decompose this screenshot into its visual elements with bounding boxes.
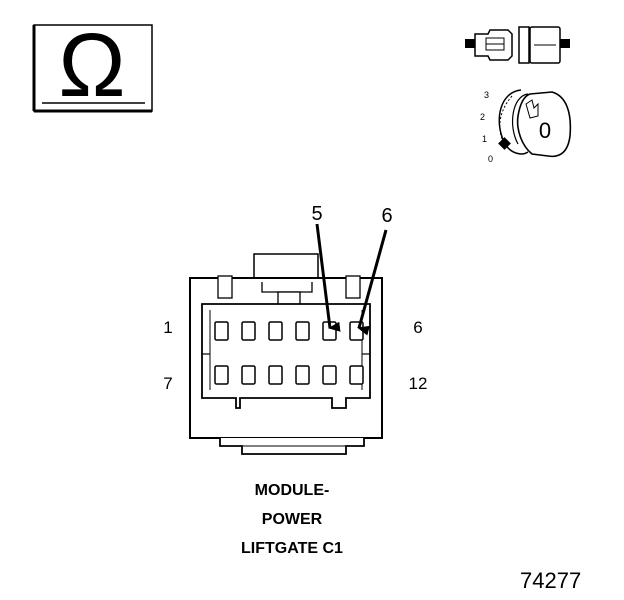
- disconnected-connector-icon: [465, 26, 570, 64]
- figure-number: 74277: [520, 568, 582, 593]
- caption-line-1: MODULE-: [254, 482, 330, 499]
- ignition-key-icon: 3 2 1 0 0: [480, 89, 572, 164]
- pin-label-1: 1: [163, 318, 172, 337]
- caption-line-2: POWER: [261, 511, 323, 528]
- key-position-3: 3: [484, 90, 489, 100]
- cavity-10: [295, 365, 310, 385]
- key-position-0: 0: [488, 154, 493, 164]
- cavity-12: [349, 365, 364, 385]
- cavity-3: [268, 321, 283, 341]
- callout-arrow-6: [357, 229, 388, 336]
- cavity-7: [214, 365, 229, 385]
- callout-label-5: 5: [311, 203, 322, 225]
- cavity-4: [295, 321, 310, 341]
- cavity-11: [322, 365, 337, 385]
- cavity-row-bottom: [214, 365, 364, 385]
- connector-body: [189, 253, 383, 455]
- cavity-2: [241, 321, 256, 341]
- callout-label-6: 6: [381, 205, 392, 227]
- key-label: 0: [539, 118, 551, 143]
- key-position-2: 2: [480, 112, 485, 122]
- ohmmeter-symbol: Ω: [32, 16, 153, 116]
- cavity-1: [214, 321, 229, 341]
- key-position-1: 1: [482, 134, 487, 144]
- callout-arrow-5: [315, 223, 341, 332]
- cavity-8: [241, 365, 256, 385]
- pin-label-6: 6: [413, 318, 422, 337]
- caption-line-3: LIFTGATE C1: [241, 540, 343, 557]
- pin-label-7: 7: [163, 374, 172, 393]
- ohm-glyph: Ω: [58, 16, 125, 116]
- pin-label-12: 12: [409, 374, 428, 393]
- cavity-9: [268, 365, 283, 385]
